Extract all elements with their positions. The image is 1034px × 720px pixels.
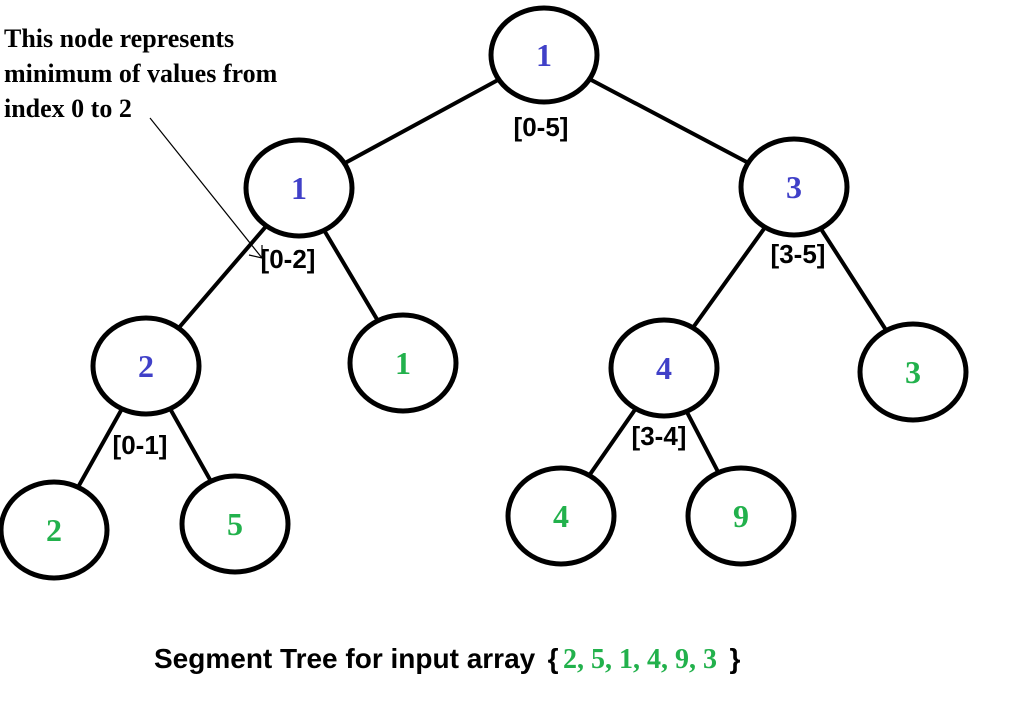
node-circle bbox=[685, 465, 797, 567]
node-circle bbox=[505, 465, 617, 567]
tree-nodes: 1 [0-5] 1 [0-2] 3 [3-5] 2 [0-1] 1 4 [3-4] 3 2 5 4 9 bbox=[0, 5, 969, 581]
caption-line: Segment Tree for input array { 2, 5, 1, … bbox=[154, 643, 740, 675]
node-value: 4 bbox=[656, 350, 672, 386]
node-circle bbox=[90, 315, 202, 417]
node-range-label: [0-5] bbox=[514, 112, 569, 142]
tree-node-left-left: 2 [0-1] bbox=[90, 315, 202, 460]
caption-array-values: 2, 5, 1, 4, 9, 3 bbox=[563, 644, 717, 675]
node-range-label: [3-4] bbox=[632, 421, 687, 451]
caption-prefix: Segment Tree for input array bbox=[154, 643, 536, 674]
node-range-label: [3-5] bbox=[771, 239, 826, 269]
tree-node-leaf-d: 9 bbox=[685, 465, 797, 567]
node-value: 1 bbox=[536, 37, 552, 73]
node-value: 3 bbox=[905, 354, 921, 390]
node-value: 1 bbox=[395, 345, 411, 381]
tree-node-leaf-a: 2 bbox=[0, 479, 110, 581]
annotation-pointer-arrowhead bbox=[248, 245, 263, 259]
annotation-line-1: This node represents bbox=[4, 24, 234, 53]
annotation-line-3: index 0 to 2 bbox=[4, 94, 132, 123]
node-circle bbox=[488, 5, 600, 105]
tree-node-leaf-c: 4 bbox=[505, 465, 617, 567]
node-value: 1 bbox=[291, 170, 307, 206]
node-circle bbox=[243, 137, 355, 239]
tree-node-right-right: 3 bbox=[857, 321, 969, 423]
annotation-pointer-arrow bbox=[149, 117, 263, 259]
tree-node-right-left: 4 [3-4] bbox=[608, 317, 720, 451]
node-value: 3 bbox=[786, 169, 802, 205]
node-value: 9 bbox=[733, 498, 749, 534]
node-value: 4 bbox=[553, 498, 569, 534]
node-range-label: [0-2] bbox=[261, 244, 316, 274]
node-value: 2 bbox=[138, 348, 154, 384]
caption: Segment Tree for input array { 2, 5, 1, … bbox=[154, 643, 740, 675]
tree-node-root: 1 [0-5] bbox=[488, 5, 600, 142]
node-circle bbox=[857, 321, 969, 423]
caption-open-brace: { bbox=[548, 643, 559, 674]
node-range-label: [0-1] bbox=[113, 430, 168, 460]
tree-edges bbox=[52, 53, 915, 532]
tree-node-right: 3 [3-5] bbox=[738, 136, 850, 269]
caption-close-brace: } bbox=[729, 643, 740, 674]
node-circle bbox=[0, 479, 110, 581]
annotation-line-2: minimum of values from bbox=[4, 59, 278, 88]
annotation: This node represents minimum of values f… bbox=[4, 24, 278, 259]
tree-node-left: 1 [0-2] bbox=[243, 137, 355, 274]
node-value: 2 bbox=[46, 512, 62, 548]
node-circle bbox=[347, 312, 459, 414]
node-value: 5 bbox=[227, 506, 243, 542]
node-circle bbox=[738, 136, 850, 238]
node-circle bbox=[179, 473, 291, 575]
tree-node-left-right: 1 bbox=[347, 312, 459, 414]
node-circle bbox=[608, 317, 720, 419]
tree-node-leaf-b: 5 bbox=[179, 473, 291, 575]
